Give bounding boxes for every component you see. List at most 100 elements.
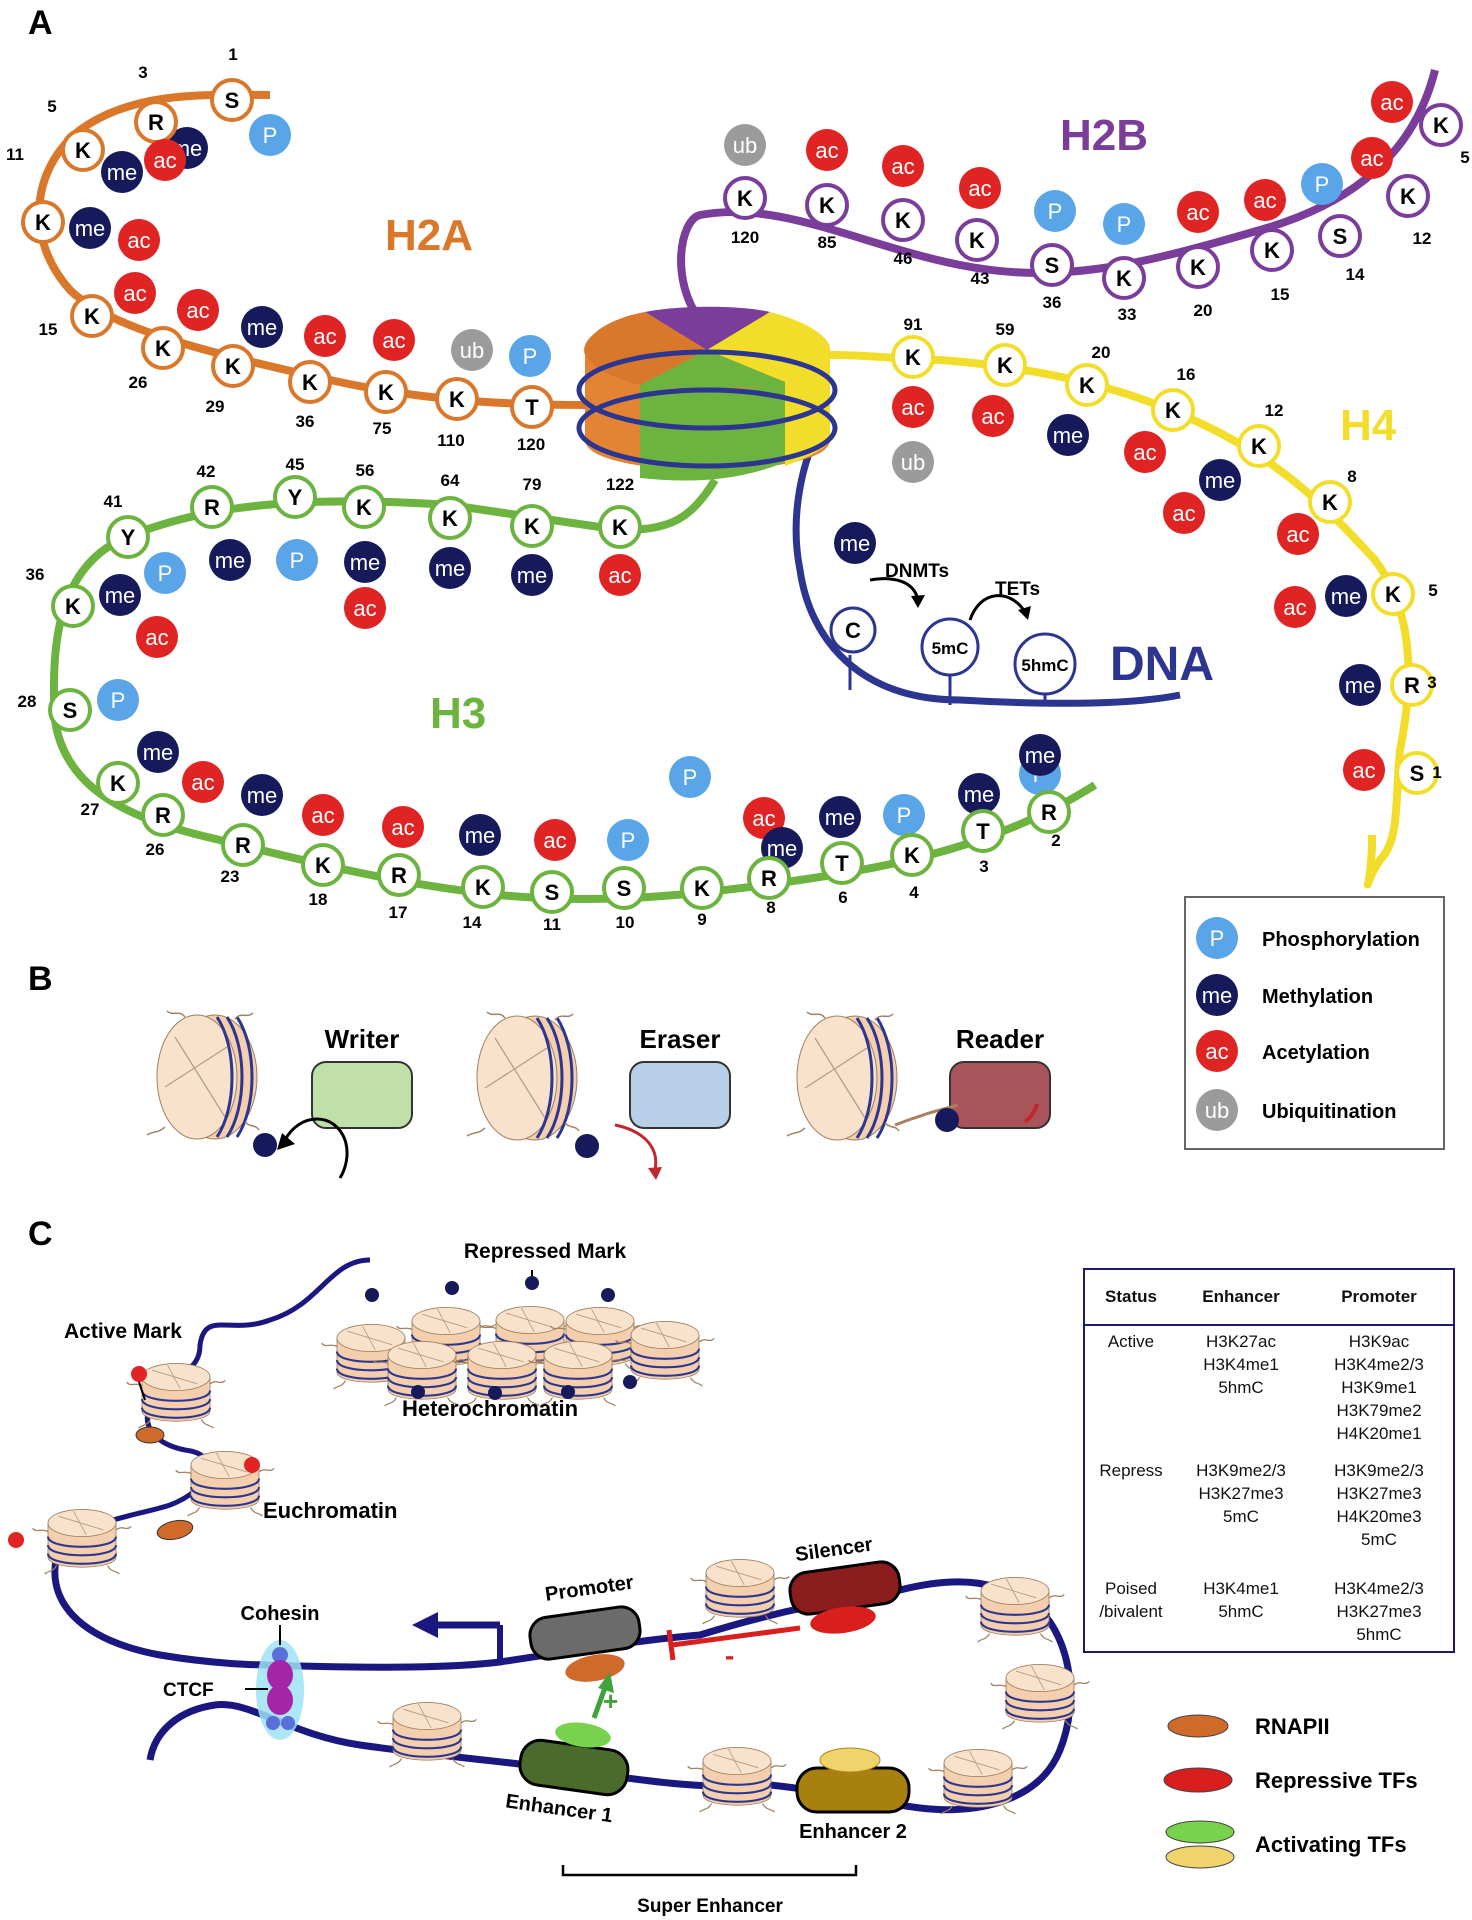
nucleosome-icon [175, 1450, 275, 1517]
repressed-mark-label: Repressed Mark [464, 1240, 627, 1263]
methylation-legend-icon [1196, 974, 1238, 1016]
cell-text: H3K9me2/3 [1334, 1461, 1424, 1480]
amino-acid-letter: R [1041, 800, 1057, 825]
residue-position: 45 [286, 455, 305, 474]
p-mark [144, 552, 186, 594]
nucleosome-icon [928, 1748, 1028, 1815]
cell-text: 5mC [1223, 1507, 1259, 1526]
amino-acid-bead [377, 853, 421, 897]
activating-tf-at-enhancer-1 [555, 1722, 611, 1748]
ac-mark [599, 554, 641, 596]
eraser-label: Eraser [640, 1024, 721, 1054]
h2a-label: H2A [385, 211, 473, 260]
ac-mark-label: ac [127, 228, 150, 253]
writer-label: Writer [325, 1024, 400, 1054]
residue-position: 36 [296, 412, 315, 431]
p-mark-label: P [1048, 199, 1063, 224]
ac-mark [972, 395, 1014, 437]
ac-mark-label: ac [1352, 758, 1375, 783]
p-mark-label: P [621, 828, 636, 853]
amino-acid-letter: K [1251, 434, 1267, 459]
me-mark [1199, 459, 1241, 501]
me-mark-label: me [107, 160, 138, 185]
amino-acid-letter: K [442, 506, 458, 531]
residue-position: 110 [437, 431, 464, 450]
dna-label: DNA [1110, 638, 1214, 691]
ac-mark [344, 587, 386, 629]
amino-acid-bead [598, 505, 642, 549]
amino-acid-bead [364, 370, 408, 414]
ac-mark-label: ac [815, 138, 838, 163]
ub-mark [724, 124, 766, 166]
amino-acid-letter: S [1410, 761, 1425, 786]
dnmts-label: DNMTs [885, 561, 949, 582]
h4-label: H4 [1340, 401, 1397, 450]
activating-tf-legend-icon [1165, 1820, 1235, 1844]
amino-acid-letter: K [1264, 238, 1280, 263]
amino-acid-bead [1308, 480, 1352, 524]
ac-mark [1177, 191, 1219, 233]
rnapii-legend-icon [1167, 1714, 1229, 1738]
ac-mark-label: ac [891, 154, 914, 179]
ac-mark-label: ac [968, 176, 991, 201]
amino-acid-bead [747, 856, 791, 900]
ac-mark-label: ac [608, 563, 631, 588]
ac-mark-label: ac [1186, 200, 1209, 225]
table-header: Status Enhancer Promoter [1085, 1270, 1453, 1326]
ac-mark-label: ac [353, 596, 376, 621]
ac-mark-label: ac [1133, 440, 1156, 465]
me-mark-label: me [964, 782, 995, 807]
ac-mark-label: ac [1380, 90, 1403, 115]
cell-text: 5hmC [1218, 1378, 1264, 1397]
cell-text: 5hmC [1218, 1602, 1264, 1621]
residue-position: 16 [1177, 365, 1196, 384]
5hmc-label: 5hmC [1021, 656, 1068, 675]
cell-text: 5mC [1361, 1530, 1397, 1549]
active-mark-icon [131, 1366, 147, 1382]
dna-strand [792, 418, 1181, 707]
ac-mark [1163, 492, 1205, 534]
ac-mark-label: ac [186, 298, 209, 323]
residue-position: 5 [1428, 581, 1437, 600]
cell-text: H3K4me2/3 [1334, 1579, 1424, 1598]
ac-mark [892, 386, 934, 428]
me-mark-label: me [1331, 584, 1362, 609]
svg-text:+: + [603, 1686, 618, 1716]
p-mark [607, 819, 649, 861]
amino-acid-letter: R [204, 495, 220, 520]
ac-mark-label: ac [543, 828, 566, 853]
p-mark [669, 756, 711, 798]
h2a-residue: PS1 [210, 45, 291, 156]
amino-acid-bead [723, 176, 767, 220]
amino-acid-bead [1318, 214, 1362, 258]
ub-mark [892, 441, 934, 483]
residue-position: 29 [206, 397, 225, 416]
me-mark-label: me [215, 548, 246, 573]
eraser-arrow-icon [614, 1123, 658, 1171]
amino-acid-bead [602, 866, 646, 910]
amino-acid-bead [1030, 243, 1074, 287]
p-mark [97, 679, 139, 721]
ac-mark-label: ac [191, 770, 214, 795]
amino-acid-letter: S [545, 880, 560, 905]
me-mark [241, 306, 283, 348]
me-mark [137, 731, 179, 773]
reader-label: Reader [956, 1024, 1044, 1054]
cell-text: Poised [1105, 1579, 1157, 1598]
